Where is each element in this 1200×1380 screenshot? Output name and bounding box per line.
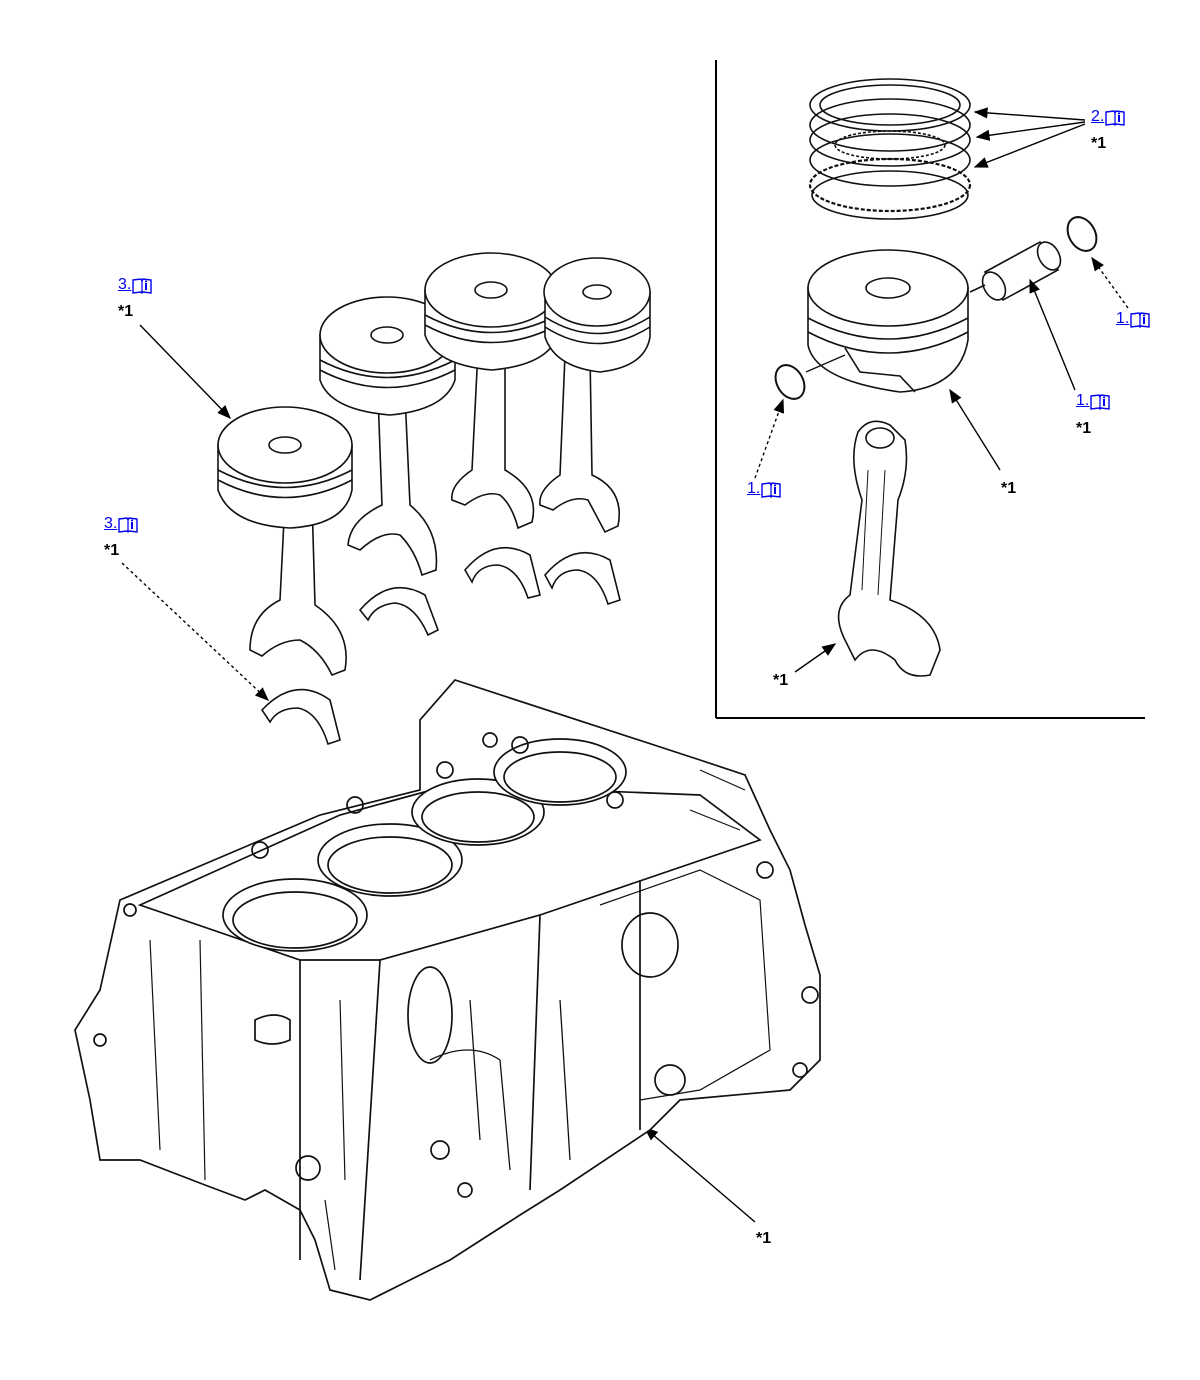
- clip-left-procedure-link[interactable]: 1.: [747, 480, 782, 498]
- piston-rod-assembly-4: [539, 257, 651, 534]
- book-info-icon: [132, 278, 153, 294]
- note-pistons: *1: [118, 303, 134, 320]
- note-rings: *1: [1091, 135, 1107, 152]
- callout-clip-left: 1.: [747, 480, 782, 498]
- clip-left: [774, 354, 846, 400]
- piston-rod-assembly-2: [319, 296, 456, 577]
- inset-frame: [715, 60, 1145, 719]
- piston-rod-assembly-1: [217, 406, 353, 677]
- piston-rod-assembly-3: [424, 252, 559, 530]
- book-info-icon: [1105, 110, 1126, 126]
- rings-procedure-link[interactable]: 2.: [1091, 108, 1126, 126]
- left-leader-lines: [121, 324, 756, 1223]
- callout-rings: 2.: [1091, 108, 1126, 126]
- note-cylinder-block: *1: [756, 1230, 772, 1247]
- note-pin: *1: [1076, 420, 1092, 437]
- inset-leader-lines: [754, 107, 1129, 673]
- callout-pistons: 3.: [118, 276, 153, 294]
- book-info-icon: [118, 517, 139, 533]
- pistons-procedure-link[interactable]: 3.: [118, 276, 153, 294]
- callout-pin: 1.: [1076, 392, 1111, 410]
- clip-right: [1066, 216, 1098, 252]
- inset-connecting-rod: [837, 420, 941, 677]
- piston-rings: [808, 78, 972, 220]
- clip-right-procedure-link[interactable]: 1.: [1116, 310, 1151, 328]
- bearing-shells: [260, 546, 621, 746]
- note-inset-rod: *1: [773, 672, 789, 689]
- piston-pin: [969, 240, 1062, 302]
- note-inset-piston: *1: [1001, 480, 1017, 497]
- note-bearings: *1: [104, 542, 120, 559]
- cylinder-block: [74, 679, 821, 1301]
- book-info-icon: [761, 482, 782, 498]
- book-info-icon: [1130, 312, 1151, 328]
- book-info-icon: [1090, 394, 1111, 410]
- pin-procedure-link[interactable]: 1.: [1076, 392, 1111, 410]
- bearings-procedure-link[interactable]: 3.: [104, 515, 139, 533]
- inset-piston: [807, 249, 969, 393]
- callout-bearings: 3.: [104, 515, 139, 533]
- callout-clip-right: 1.: [1116, 310, 1151, 328]
